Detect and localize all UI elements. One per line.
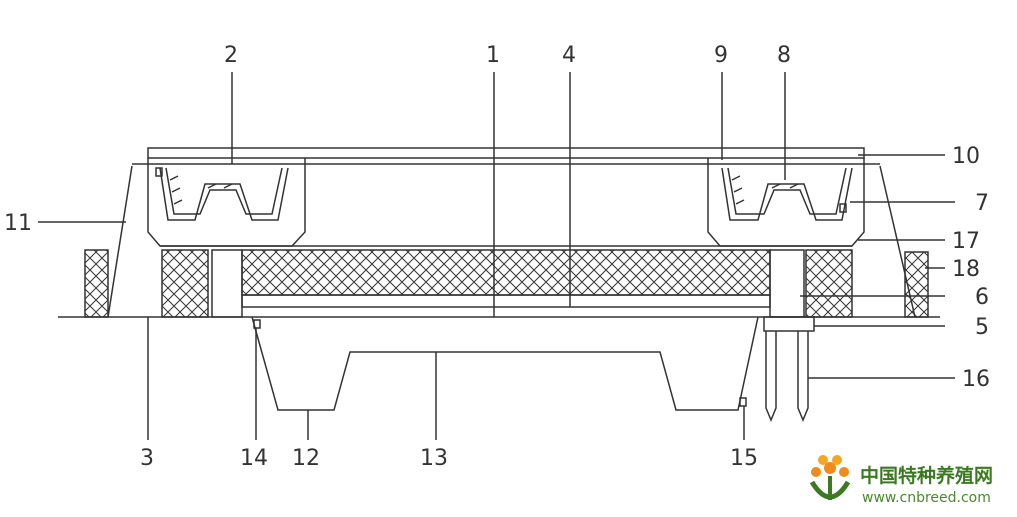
label-17: 17 [952, 229, 980, 254]
right-post-plain-6 [769, 249, 805, 318]
stake-right [797, 331, 809, 422]
left-post-hatched [161, 249, 209, 318]
label-12: 12 [292, 446, 320, 471]
left-outer-block [84, 249, 109, 318]
label-5: 5 [975, 315, 989, 340]
stake-left [765, 331, 777, 422]
left-small-valve [155, 167, 163, 177]
label-6: 6 [975, 285, 989, 310]
watermark-logo: 中国特种养殖网 www.cnbreed.com [809, 455, 993, 506]
insulation-layer [241, 249, 771, 296]
label-7: 7 [975, 191, 989, 216]
label-11: 11 [4, 211, 32, 236]
left-tray-inner [165, 167, 283, 215]
label-1: 1 [486, 43, 500, 68]
top-cover [147, 147, 865, 159]
sprout-icon [809, 455, 851, 500]
label-14: 14 [240, 446, 268, 471]
bottom-plate-4 [241, 294, 771, 308]
right-outer-block [904, 251, 929, 318]
base-plate-5 [763, 316, 815, 332]
left-bank [107, 165, 133, 318]
right-tray-inner [727, 167, 847, 215]
label-8: 8 [777, 43, 791, 68]
lower-tank [251, 316, 759, 411]
left-post-plain [211, 249, 243, 318]
label-10: 10 [952, 144, 980, 169]
label-3: 3 [140, 446, 154, 471]
label-15: 15 [730, 446, 758, 471]
right-post-hatched [805, 249, 853, 318]
label-16: 16 [962, 367, 990, 392]
watermark-url: www.cnbreed.com [862, 490, 991, 506]
valve-14 [253, 319, 261, 329]
valve-15 [739, 397, 747, 407]
watermark-name: 中国特种养殖网 [860, 464, 993, 487]
right-small-valve-7 [839, 203, 847, 213]
label-4: 4 [562, 43, 576, 68]
label-18: 18 [952, 257, 980, 282]
right-tray-box [707, 158, 865, 247]
label-13: 13 [420, 446, 448, 471]
label-2: 2 [224, 43, 238, 68]
label-9: 9 [714, 43, 728, 68]
left-tray-profile [159, 167, 289, 221]
right-tray-profile [721, 167, 853, 221]
